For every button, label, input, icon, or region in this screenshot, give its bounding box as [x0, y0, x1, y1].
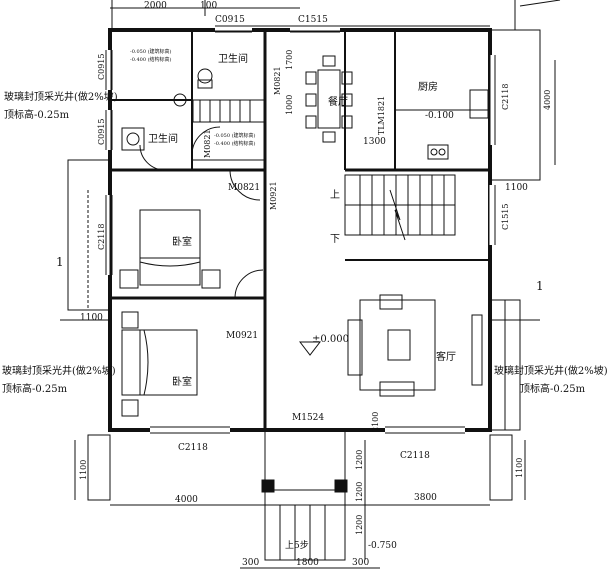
room-label-bedroom-1: 卧室 — [172, 235, 192, 248]
dim-1300: 1300 — [363, 137, 386, 147]
room-label-bedroom-2: 卧室 — [172, 375, 192, 388]
room-label-wc-2: 卫生间 — [148, 132, 178, 145]
sofa-set — [359, 299, 436, 391]
dim-3800-bottom: 3800 — [414, 493, 437, 503]
stair-up-label: 上 — [330, 189, 340, 201]
skylight-note-2: 玻璃封顶采光井(做2%坡) — [2, 364, 116, 377]
window-code-c2118-bottom-left: C2118 — [178, 443, 208, 453]
dim-2000-top: 2000 — [144, 1, 167, 11]
skylight-well-left — [67, 159, 111, 311]
door-code-m1524: M1524 — [292, 413, 324, 423]
dim-300-left: 300 — [242, 558, 259, 568]
dim-2100: 2100 — [371, 412, 380, 432]
room-label-wc-1: 卫生间 — [218, 52, 248, 65]
window-code-c0915-top: C0915 — [215, 15, 245, 25]
dim-4000-bottom: 4000 — [175, 495, 198, 505]
window-code-c1515-right: C1515 — [501, 204, 510, 230]
dim-1100-left: 1100 — [80, 313, 103, 323]
dim-1200-b: 1200 — [355, 482, 364, 502]
dim-100-top: 100 — [200, 1, 217, 11]
coffee-table — [387, 329, 411, 361]
toilet-icon — [197, 68, 213, 84]
dim-300-right: 300 — [352, 558, 369, 568]
skylight-note-2b: 顶标高-0.25m — [2, 382, 68, 395]
door-code-tlm1821: TLM1821 — [377, 96, 386, 135]
level-note-wc-1: -0.050 (建筑标高) — [130, 48, 172, 55]
washbasin-icon — [121, 127, 145, 151]
level-kitchen: -0.100 — [425, 111, 454, 121]
window-code-c1515-top: C1515 — [298, 15, 328, 25]
level-note-wc-3: -0.050 (建筑标高) — [214, 132, 256, 139]
window-code-c2118-bottom-right: C2118 — [400, 451, 430, 461]
dim-1100-bottom-right: 1100 — [515, 458, 524, 478]
level-note-wc-4: -0.400 (结构标高) — [214, 140, 256, 147]
bathtub-icon — [192, 99, 266, 123]
level-entry: -0.750 — [368, 541, 397, 551]
level-living: ±0.000 — [312, 334, 349, 345]
kitchen-sink-icon — [469, 89, 489, 119]
dim-1100-bottom-left: 1100 — [79, 460, 88, 480]
dim-1700: 1700 — [285, 50, 294, 70]
room-label-kitchen: 厨房 — [418, 80, 438, 93]
window-code-c0915-left-2: C0915 — [97, 119, 106, 145]
door-code-m0921-a: M0921 — [269, 181, 278, 210]
window-code-c2118-kitchen: C2118 — [501, 84, 510, 110]
toilet-icon-2 — [173, 93, 187, 107]
window-code-c0915-left-1: C0915 — [97, 54, 106, 80]
door-code-m0821-wc: M0821 — [273, 66, 282, 95]
entry-steps-label: 上5步 — [285, 540, 309, 551]
skylight-note-3: 玻璃封顶采光井(做2%坡) — [494, 364, 608, 377]
level-note-wc-2: -0.400 (结构标高) — [130, 56, 172, 63]
dining-table — [317, 69, 341, 129]
dim-1800: 1800 — [296, 558, 319, 568]
tv-cabinet — [471, 314, 483, 386]
door-code-m0921-b: M0921 — [226, 331, 258, 341]
skylight-note-1b: 顶标高-0.25m — [4, 108, 70, 121]
entry-steps — [264, 489, 346, 561]
room-label-living: 客厅 — [436, 350, 456, 363]
dim-1000: 1000 — [285, 95, 294, 115]
dim-1200-c: 1200 — [355, 515, 364, 535]
door-code-m0821-wc-2: M0821 — [203, 129, 212, 158]
skylight-note-1: 玻璃封顶采光井(做2%坡) — [4, 90, 118, 103]
dim-1200-a: 1200 — [355, 450, 364, 470]
bed-2 — [121, 329, 198, 396]
axis-label-left: 1 — [56, 255, 64, 269]
window-code-c2118-left: C2118 — [97, 224, 106, 250]
dim-1100-right: 1100 — [505, 183, 528, 193]
stove-icon — [427, 144, 449, 160]
skylight-note-3b: 顶标高-0.25m — [520, 382, 586, 395]
axis-label-right: 1 — [536, 279, 544, 293]
door-code-m0821-bed: M0821 — [228, 183, 260, 193]
skylight-well-right — [489, 29, 541, 181]
dim-4000-right: 4000 — [543, 90, 552, 110]
stair-down-label: 下 — [330, 234, 340, 245]
bed-1 — [139, 209, 201, 286]
room-label-dining: 餐厅 — [328, 95, 348, 108]
